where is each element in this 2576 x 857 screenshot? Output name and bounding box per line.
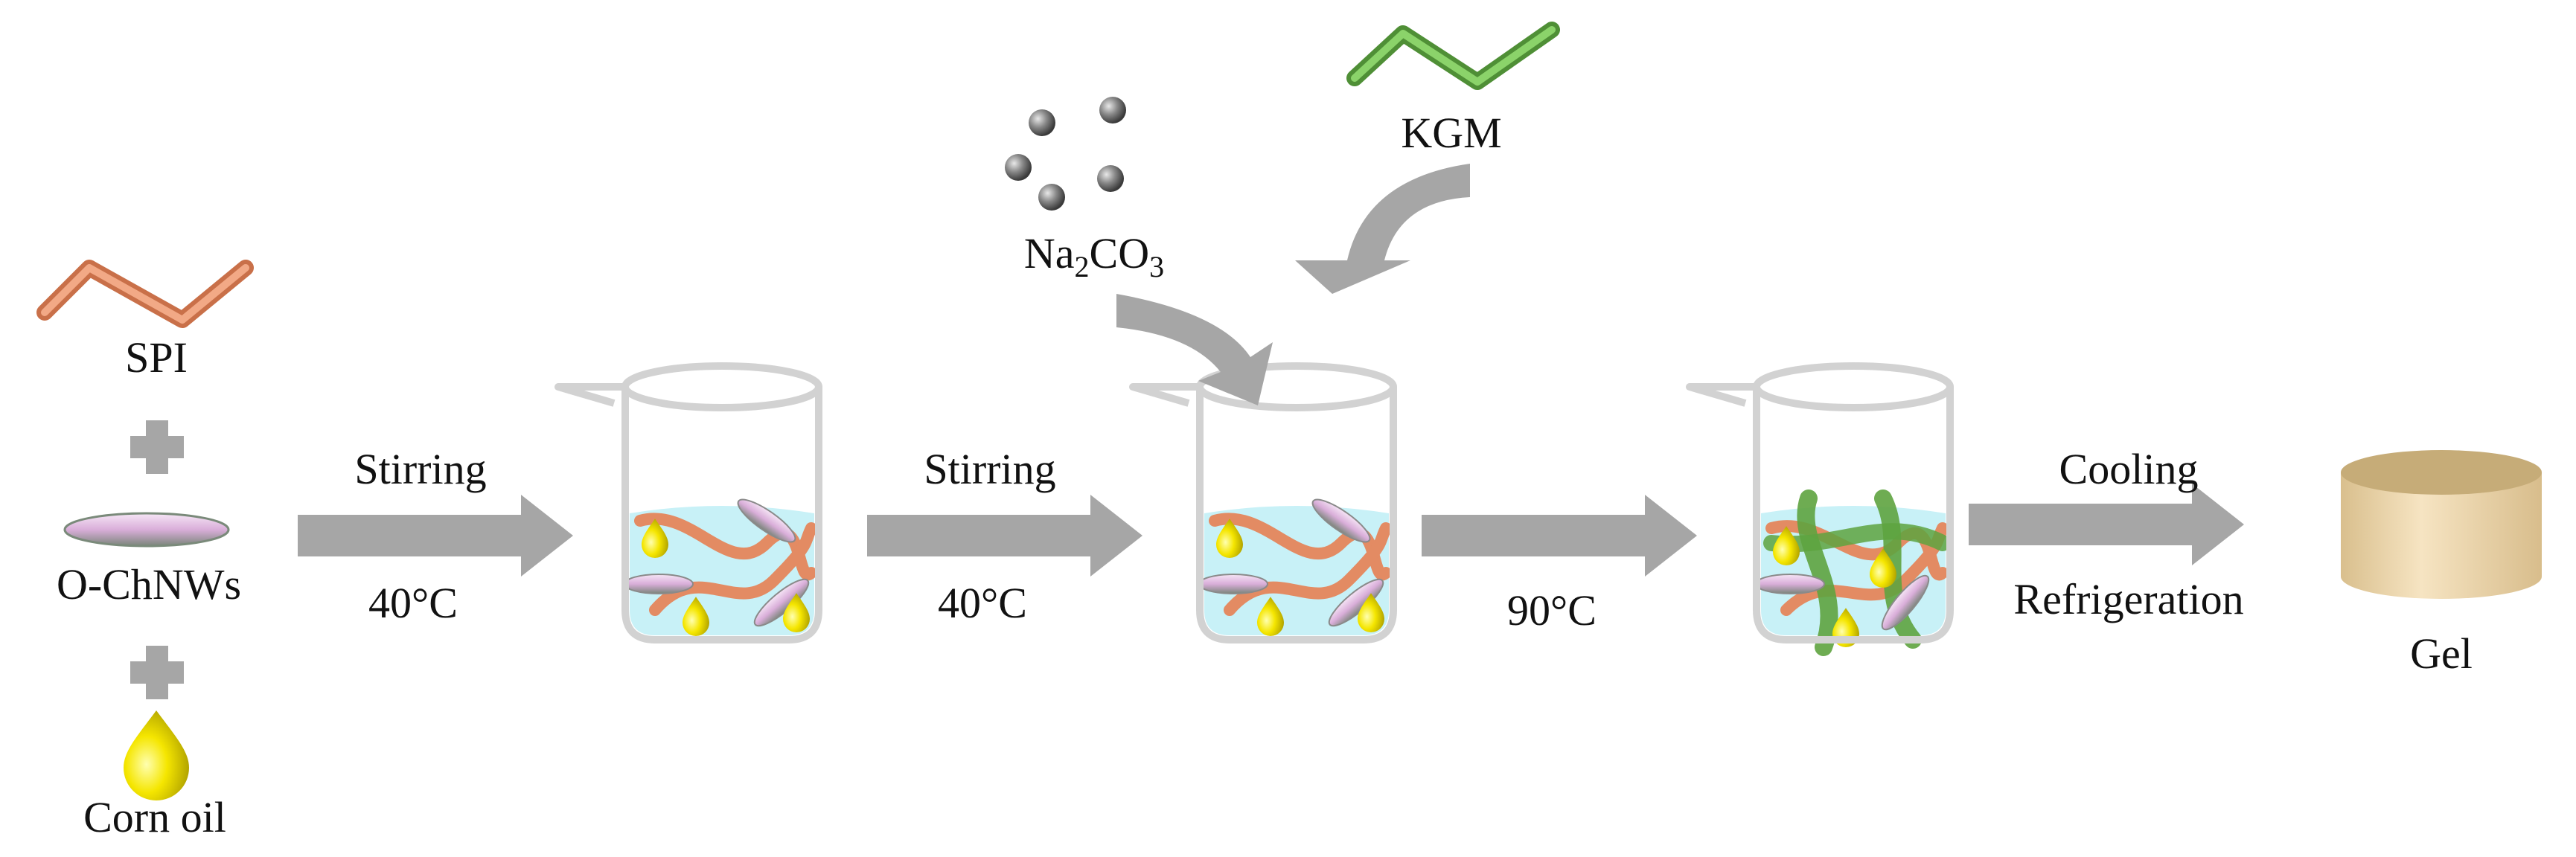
- process-arrow-3: [1422, 495, 1697, 577]
- step-1-bottom-label: 40°C: [368, 579, 458, 627]
- ochnws-disc-icon: [63, 512, 230, 548]
- curved-arrow-kgm: [1295, 164, 1470, 294]
- plus-icon: [130, 646, 184, 699]
- process-arrow-4: [1969, 484, 2244, 565]
- gel-cylinder-icon: [2341, 450, 2542, 599]
- kgm-label: KGM: [1401, 109, 1501, 157]
- beaker-1: [558, 366, 819, 640]
- oil-droplet-icon: [124, 710, 189, 800]
- na2co3-particles-icon: [1005, 97, 1126, 211]
- beaker-3: [1690, 366, 1950, 656]
- process-arrow-2: [867, 495, 1142, 577]
- process-arrow-1: [298, 495, 573, 577]
- corn-oil-label: Corn oil: [83, 793, 226, 841]
- beaker-2: [1133, 366, 1393, 640]
- step-1-top-label: Stirring: [354, 445, 486, 493]
- plus-icon: [130, 420, 184, 474]
- step-2-bottom-label: 40°C: [938, 579, 1027, 627]
- step-4-bottom-label: Refrigeration: [2013, 575, 2243, 623]
- step-4-top-label: Cooling: [2059, 445, 2199, 493]
- spi-ingredient: [36, 260, 254, 328]
- spi-label: SPI: [125, 333, 188, 382]
- step-3-bottom-label: 90°C: [1507, 586, 1597, 635]
- step-2-top-label: Stirring: [924, 445, 1055, 493]
- kgm-chain-icon: [1346, 22, 1560, 90]
- gel-label: Gel: [2410, 629, 2473, 678]
- curved-arrow-na2co3: [1116, 294, 1273, 405]
- ochnws-label: O-ChNWs: [57, 560, 241, 609]
- na2co3-label: Na2CO3: [1024, 229, 1164, 283]
